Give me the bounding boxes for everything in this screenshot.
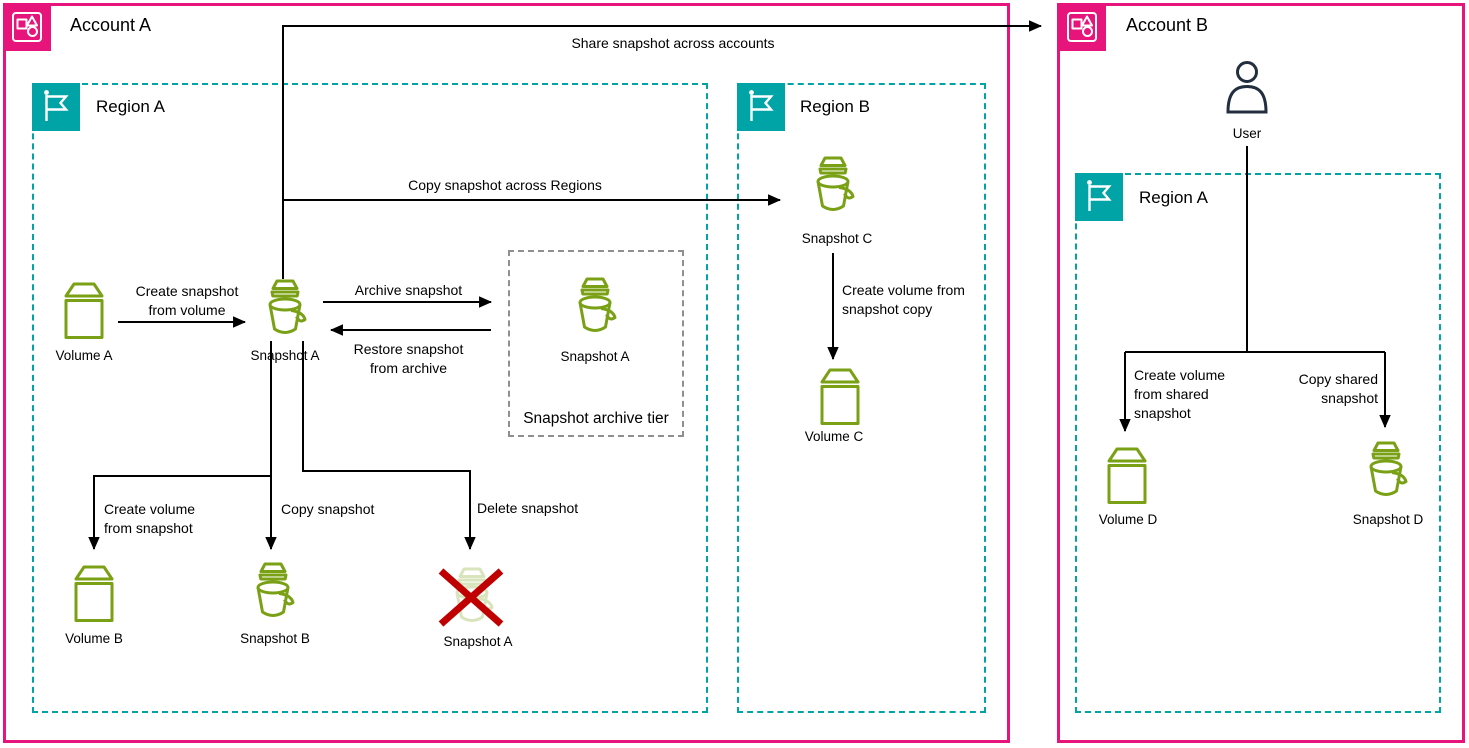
- edge-label-line: snapshot: [1134, 405, 1191, 421]
- snapshot-a-deleted-label: Snapshot A: [443, 634, 513, 649]
- snapshot-archive-tier-box: [508, 250, 684, 437]
- edge-label-line: Share snapshot across accounts: [571, 35, 775, 51]
- edge-label-line: Restore snapshot: [353, 341, 464, 357]
- edge-label-line: Create volume from: [842, 282, 965, 298]
- edge-label-copy-shared-snapshot: Copy shared snapshot: [1278, 370, 1378, 408]
- delete-x-icon: [438, 568, 504, 627]
- snapshot-b-label: Snapshot B: [240, 631, 310, 646]
- edge-label-line: Copy snapshot: [281, 501, 375, 517]
- region-a-account-a-box: [32, 83, 708, 713]
- volume-b-icon: [67, 564, 121, 624]
- volume-c-icon: [812, 367, 868, 427]
- edge-label-line: from volume: [148, 302, 226, 318]
- edge-label-restore-snapshot-from-archive: Restore snapshot from archive: [342, 340, 475, 378]
- edge-label-line: Copy snapshot across Regions: [408, 177, 602, 193]
- edge-label-line: Archive snapshot: [354, 282, 463, 298]
- arrow-delete-snapshot: [302, 341, 476, 551]
- edge-label-copy-snapshot-across-regions: Copy snapshot across Regions: [390, 176, 620, 195]
- region-b-box: [737, 83, 986, 713]
- edge-label-create-volume-from-snapshot-copy: Create volume from snapshot copy: [842, 281, 982, 319]
- edge-label-create-volume-from-snapshot: Create volume from snapshot: [104, 500, 224, 538]
- edge-label-line: Create volume: [104, 501, 196, 517]
- edge-label-line: snapshot copy: [842, 301, 933, 317]
- arrow-create-volume-from-snapshot: [88, 475, 271, 551]
- edge-label-line: from snapshot: [104, 520, 193, 536]
- edge-label-archive-snapshot: Archive snapshot: [342, 281, 475, 300]
- snapshot-d-label: Snapshot D: [1352, 512, 1424, 527]
- user-connector-line: [1125, 146, 1385, 353]
- snapshot-d-icon: [1358, 441, 1414, 503]
- edge-label-create-snapshot-from-volume: Create snapshot from volume: [127, 282, 247, 320]
- edge-label-copy-snapshot: Copy snapshot: [281, 500, 401, 519]
- edge-label-line: from shared: [1134, 386, 1209, 402]
- snapshot-b-icon: [245, 562, 301, 624]
- account-a-box: [3, 3, 1010, 743]
- region-a-account-b-box: [1075, 173, 1441, 713]
- volume-a-label: Volume A: [55, 348, 113, 363]
- edge-label-create-volume-from-shared-snapshot: Create volume from shared snapshot: [1134, 366, 1244, 423]
- arrow-share-snapshot-across-accounts: [282, 20, 1043, 279]
- volume-b-label: Volume B: [65, 631, 123, 646]
- edge-label-share-snapshot-across-accounts: Share snapshot across accounts: [538, 34, 808, 53]
- region-b-title: Region B: [800, 97, 870, 116]
- region-a-account-b-title: Region A: [1139, 188, 1208, 207]
- region-a-account-a-title: Region A: [96, 97, 165, 116]
- snapshot-c-icon: [805, 156, 861, 218]
- snapshot-a-deleted-icon: [438, 567, 504, 627]
- region-a-account-b-flag-icon: [1075, 173, 1123, 221]
- volume-c-label: Volume C: [804, 429, 864, 444]
- account-b-box: [1057, 3, 1465, 743]
- edge-label-delete-snapshot: Delete snapshot: [477, 499, 597, 518]
- account-a-title: Account A: [70, 15, 152, 35]
- snapshot-c-label: Snapshot C: [801, 231, 873, 246]
- region-b-flag-icon: [737, 83, 785, 131]
- snapshot-a-archived-label: Snapshot A: [560, 349, 630, 364]
- edge-label-line: Copy shared: [1298, 371, 1378, 387]
- edge-label-line: Create volume: [1134, 367, 1226, 383]
- edge-label-line: from archive: [369, 360, 448, 376]
- user-icon: [1222, 60, 1272, 116]
- edge-label-line: snapshot: [1321, 390, 1378, 406]
- snapshot-archive-tier-title: Snapshot archive tier: [523, 410, 669, 427]
- snapshot-a-icon: [257, 279, 313, 341]
- account-b-icon: [1058, 3, 1106, 51]
- volume-d-icon: [1100, 446, 1154, 506]
- account-a-icon: [3, 3, 51, 51]
- region-a-account-a-flag-icon: [32, 83, 80, 131]
- volume-d-label: Volume D: [1098, 512, 1158, 527]
- account-b-title: Account B: [1126, 15, 1209, 35]
- volume-a-icon: [57, 281, 111, 341]
- snapshot-a-label: Snapshot A: [250, 348, 320, 363]
- snapshot-a-archived-icon: [567, 277, 623, 339]
- user-label: User: [1232, 126, 1262, 141]
- edge-label-line: Create snapshot: [135, 283, 239, 299]
- edge-label-line: Delete snapshot: [477, 500, 579, 516]
